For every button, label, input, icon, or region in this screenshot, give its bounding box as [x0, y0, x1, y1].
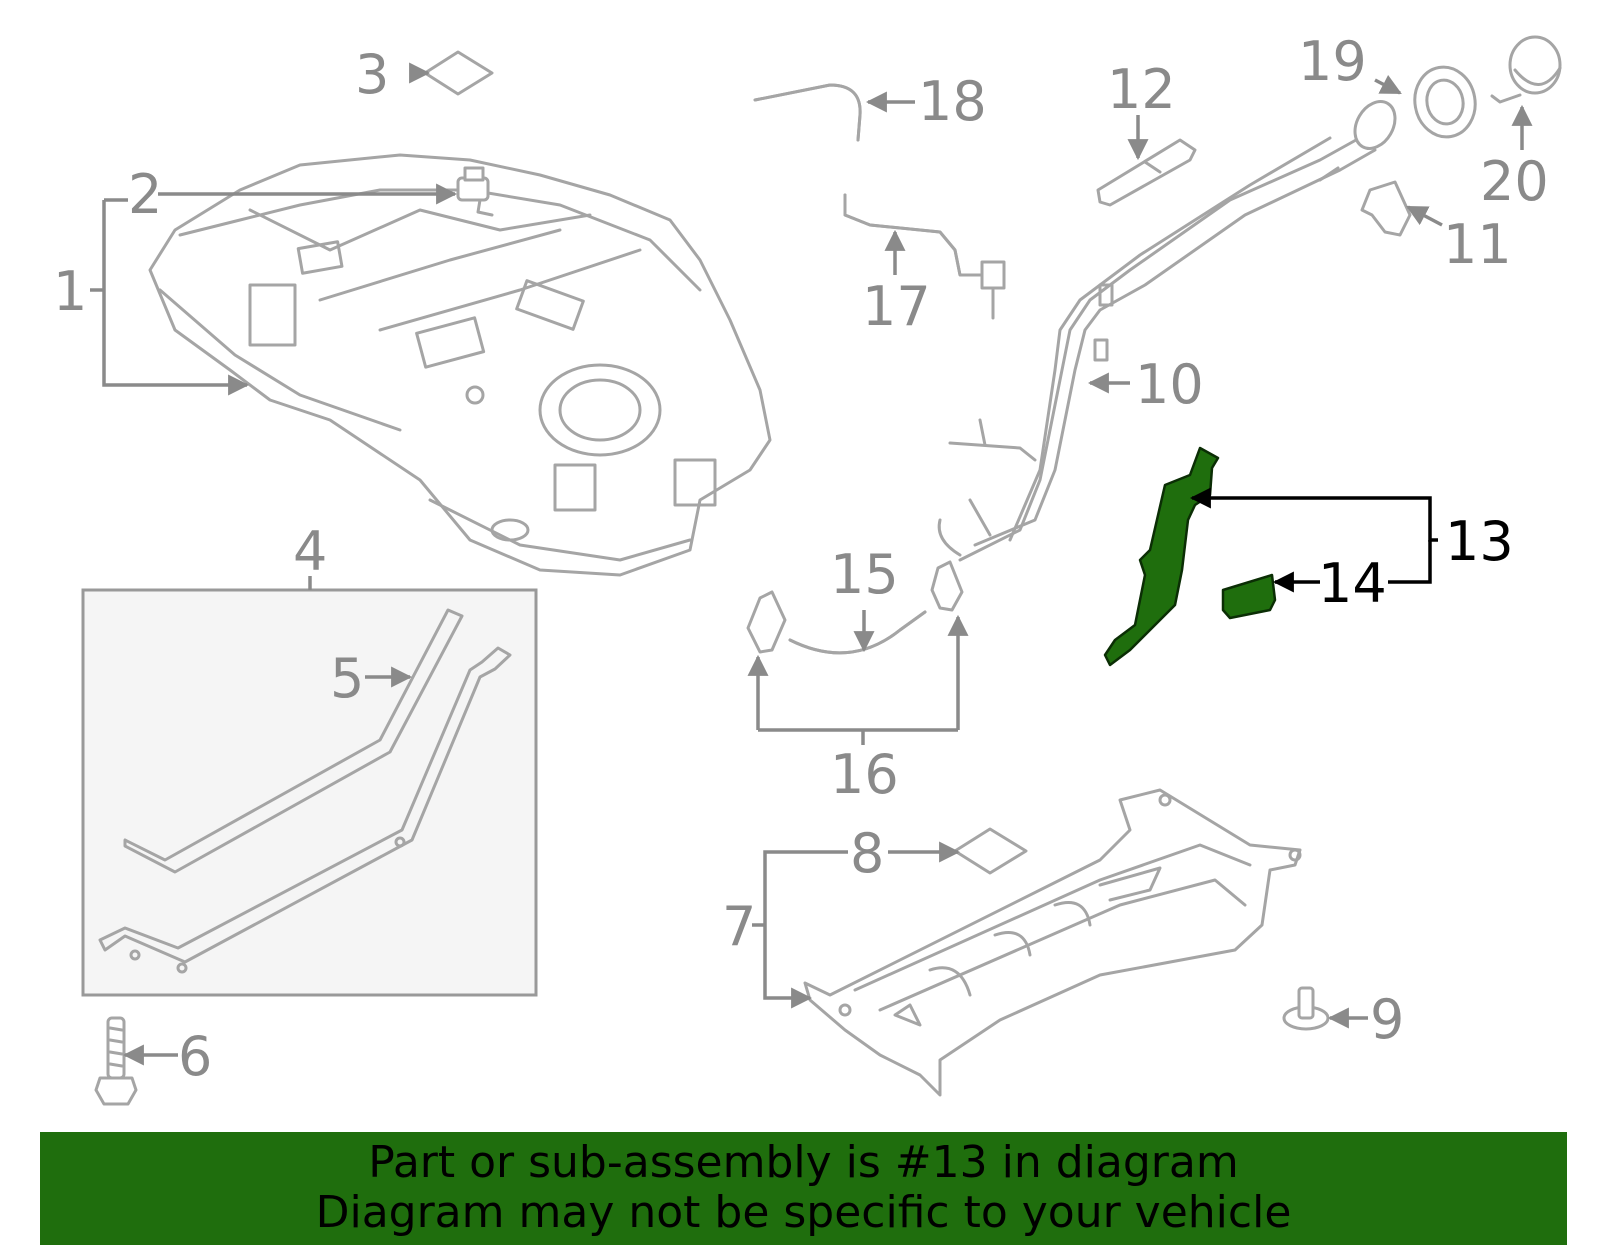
callout-8: 8 [850, 822, 884, 885]
callout-5: 5 [330, 647, 364, 710]
underbody-shield-part [803, 788, 1302, 1097]
filler-pipe-shield-part [1103, 446, 1220, 667]
leader-lines [90, 62, 1533, 1066]
callout-1: 1 [53, 260, 87, 323]
banner-line-2: Diagram may not be specific to your vehi… [315, 1187, 1292, 1238]
banner-line-1: Part or sub-assembly is #13 in diagram [368, 1137, 1239, 1188]
callout-19: 19 [1298, 30, 1367, 93]
pad-part [423, 50, 494, 96]
callout-11: 11 [1443, 213, 1512, 276]
clip-part [1282, 986, 1330, 1031]
callout-7: 7 [722, 895, 756, 958]
callout-4: 4 [293, 520, 327, 583]
breather-part [1096, 138, 1197, 207]
valve-part [456, 166, 494, 217]
bracket-part [1360, 180, 1412, 237]
info-banner: Part or sub-assembly is #13 in diagram D… [40, 1132, 1567, 1245]
callout-10: 10 [1135, 353, 1204, 416]
callout-6: 6 [178, 1025, 212, 1088]
filler-pipe-part [937, 100, 1397, 562]
callout-15: 15 [830, 543, 899, 606]
callout-labels: 1 2 3 4 5 6 7 8 9 10 11 12 13 14 15 16 1… [53, 30, 1549, 1088]
callout-2: 2 [128, 163, 162, 226]
callout-20: 20 [1480, 150, 1549, 213]
tank-strap-part [98, 608, 512, 974]
fuel-cap-part [1490, 35, 1562, 104]
pad-part-8 [953, 827, 1028, 875]
bolt-part [94, 1016, 138, 1106]
callout-12: 12 [1107, 58, 1176, 121]
callout-13: 13 [1445, 510, 1514, 573]
vapor-hose-part [843, 193, 1006, 320]
fuel-tank-part [148, 153, 772, 577]
callout-3: 3 [355, 43, 389, 106]
hose-part-18 [753, 83, 862, 142]
callout-17: 17 [862, 275, 931, 338]
callout-16: 16 [830, 743, 899, 806]
callout-18: 18 [918, 70, 987, 133]
hose-clamp-part [746, 560, 964, 654]
seal-pad-part [1221, 573, 1277, 620]
seal-ring-part [1413, 65, 1477, 139]
callout-14: 14 [1318, 552, 1387, 615]
strap-kit-box [81, 588, 538, 997]
callout-9: 9 [1370, 988, 1404, 1051]
